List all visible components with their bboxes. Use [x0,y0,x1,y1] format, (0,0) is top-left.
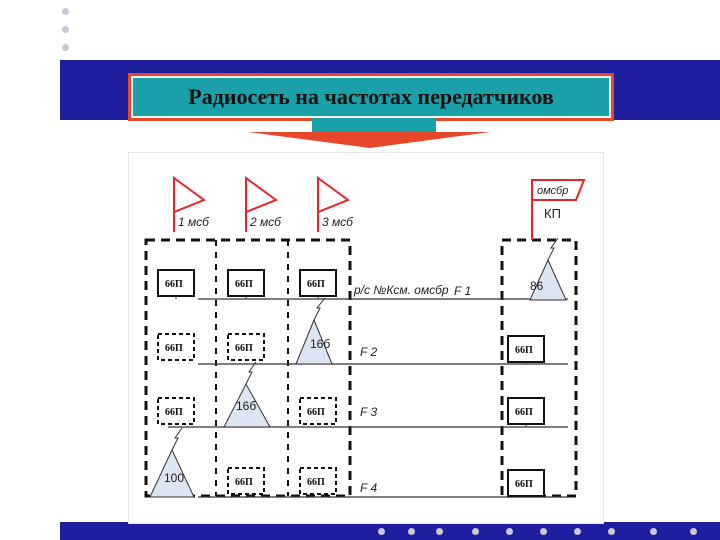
bullet-dot [690,528,697,535]
station-label: 66П [235,279,253,290]
frequency-label: F 2 [360,345,377,359]
radio-station-box-dashed [157,333,195,361]
radio-net-diagram: 1 мсб 2 мсб 3 мсб омсбр КП р/с №Ксм. омс… [128,152,604,524]
bullet-dot [378,528,385,535]
station-label: 66П [235,477,253,488]
flag-label: омсбр [537,185,568,197]
station-label: 66П [515,407,533,418]
bullet-dot [650,528,657,535]
flag-icon [245,176,279,232]
station-label: 66П [307,407,325,418]
net-label: р/с №Ксм. омсбр [353,283,449,297]
flag-label: 1 мсб [178,215,210,229]
flag-label: 3 мсб [322,215,354,229]
flag-label: 2 мсб [249,215,282,229]
bullet-dot [506,528,513,535]
bullet-dot [540,528,547,535]
antenna-icon [295,318,333,365]
flag-icon [317,176,351,232]
footer-band [60,522,720,540]
kp-label: КП [544,206,561,221]
radio-station-box-dashed [299,397,337,425]
flag-icon [173,176,207,232]
bullet-dot [408,528,415,535]
station-label: 66П [515,479,533,490]
slide-title: Радиосеть на частотах передатчиков [188,84,554,109]
bullet-dot [574,528,581,535]
frequency-label: F 1 [454,284,471,298]
bullet-dot [62,26,69,33]
frequency-label: F 3 [360,405,377,419]
radio-station-box [507,397,545,425]
bullet-dot [608,528,615,535]
station-label: 66П [515,345,533,356]
antenna-label: 86 [530,279,544,293]
slide-title-box: Радиосеть на частотах передатчиков [128,73,614,121]
unit-frame-left [144,238,352,498]
bullet-dot [472,528,479,535]
antenna-label: 100 [164,471,184,485]
station-label: 66П [235,343,253,354]
antenna-icon [529,258,567,301]
station-label: 66П [165,343,183,354]
radio-station-box [227,269,265,297]
antenna-icon [223,382,271,428]
antenna-icon [149,448,195,498]
radio-station-box [299,269,337,297]
radio-station-box-dashed [227,333,265,361]
radio-station-box-dashed [299,467,337,495]
station-label: 66П [307,279,325,290]
frequency-label: F 4 [360,481,377,495]
station-label: 66П [307,477,325,488]
bullet-dot [436,528,443,535]
radio-station-box-dashed [157,397,195,425]
station-label: 66П [165,279,183,290]
radio-station-box-dashed [227,467,265,495]
station-label: 66П [165,407,183,418]
bullet-dot [62,8,69,15]
bullet-dot [62,44,69,51]
down-arrow-icon [248,118,490,148]
command-flag-icon [531,179,586,240]
radio-station-box [157,269,195,297]
antenna-label: 16б [310,337,330,351]
antenna-label: 16б [236,399,256,413]
